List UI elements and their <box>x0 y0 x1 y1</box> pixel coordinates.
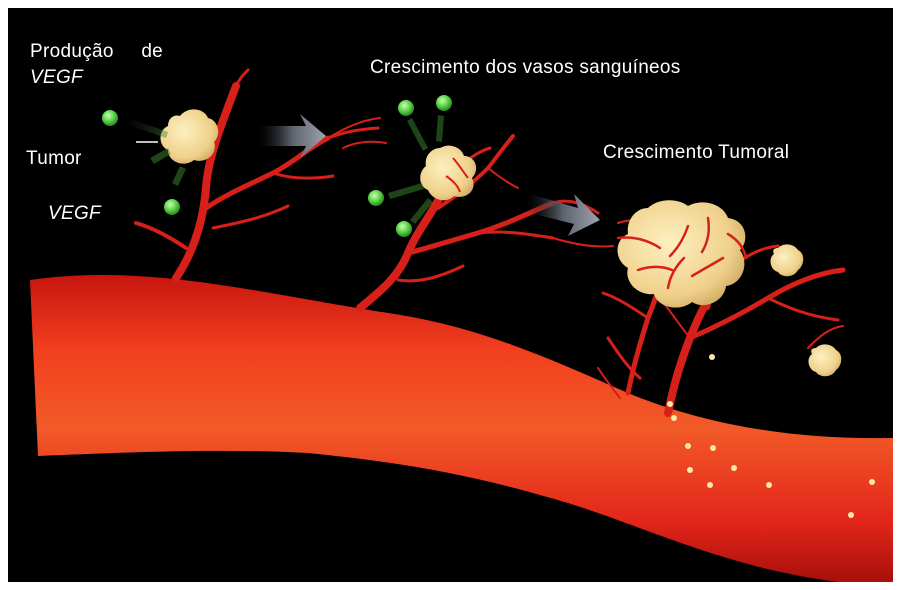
arrow-icon <box>258 114 326 158</box>
vessel-branches-left <box>136 70 386 278</box>
blood-vessel <box>30 275 893 582</box>
label-tumor: Tumor <box>26 149 82 168</box>
angiogenesis-illustration <box>8 8 893 582</box>
label-vegf-bottom: VEGF <box>48 204 101 223</box>
tumor-cell-cluster <box>809 344 842 376</box>
tumor-small <box>136 109 218 163</box>
tumor-cell-cluster <box>771 244 804 276</box>
label-tumor-growth: Crescimento Tumoral <box>603 143 789 162</box>
label-vessel-growth: Crescimento dos vasos sanguíneos <box>370 58 681 77</box>
illustration-frame: Produção de VEGF Tumor VEGF Crescimento … <box>8 8 893 582</box>
label-vegf-top: VEGF <box>30 68 83 87</box>
label-vegf-production: Produção de <box>30 42 163 61</box>
tumor-medium <box>420 146 476 201</box>
tumor-large <box>618 200 747 307</box>
